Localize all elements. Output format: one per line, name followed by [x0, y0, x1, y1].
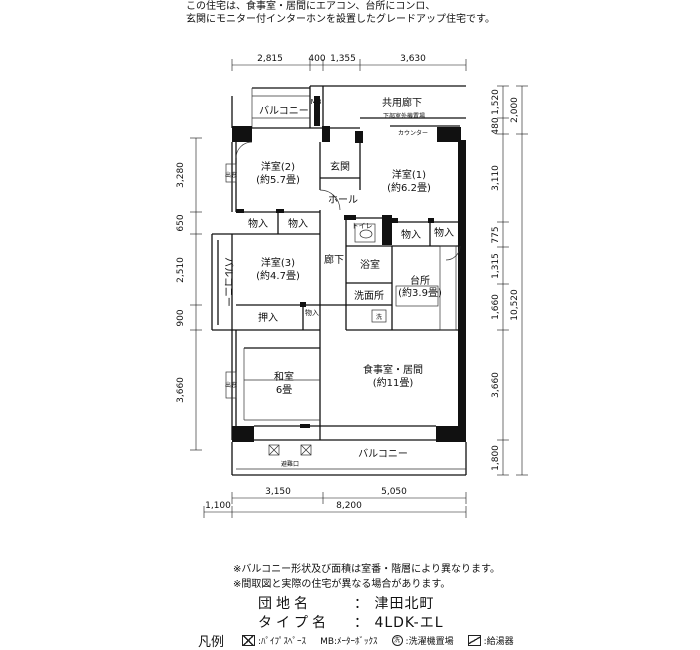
label-hall: ホール: [328, 194, 358, 206]
label-evac-hatch: 避難口: [281, 460, 299, 468]
label-japanese-name: 和室: [274, 370, 294, 383]
label-storage-b: 物入: [288, 217, 308, 230]
label-western2-name: 洋室(2): [261, 160, 295, 173]
dim-left-2: 650: [176, 214, 186, 231]
legend-mb: MB:ﾒｰﾀｰﾎﾞｯｸｽ: [320, 634, 377, 647]
dim-left-5: 3,660: [176, 377, 186, 403]
dim-right-7: 3,660: [491, 372, 501, 398]
label-living-name: 食事室・居間: [363, 363, 423, 376]
label-western1-size: (約6.2畳): [387, 181, 431, 194]
label-mb-top: MB: [311, 98, 322, 106]
label-bay-window-upper: 出窓: [225, 171, 237, 179]
estate-label: 団地名: [258, 596, 312, 612]
water-heater-icon: [467, 635, 481, 646]
dim-left-3: 2,510: [176, 257, 186, 283]
note-line1: ※バルコニー形状及び面積は室番・階層により異なります。: [233, 564, 500, 575]
legend-mb-label: MB:ﾒｰﾀｰﾎﾞｯｸｽ: [320, 637, 378, 647]
type-label: タイプ名: [258, 615, 330, 631]
note-line2: ※間取図と実際の住宅が異なる場合があります。: [233, 579, 451, 590]
label-living-size: (約11畳): [373, 376, 414, 389]
legend-washer: 洗:洗濯機置場: [391, 634, 454, 647]
dimension-labels: 2,815 400 1,355 3,630 3,280 650 2,510 90…: [176, 54, 520, 511]
type-value: ： 4LDK-エL: [354, 615, 444, 631]
legend-heater: :給湯器: [467, 634, 514, 647]
dim-bottom-2: 5,050: [381, 487, 407, 497]
dim-left-1: 3,280: [176, 162, 186, 188]
label-balcony-top: バルコニー: [259, 105, 309, 117]
header-note-line2: 玄関にモニター付インターホンを設置したグレードアップ住宅です。: [186, 14, 495, 25]
pipe-space-icon: [242, 635, 256, 646]
label-storage-d: 物入: [434, 226, 454, 239]
label-balcony-side: バルコニー: [222, 257, 234, 307]
label-japanese-size: 6畳: [276, 384, 292, 396]
label-toilet: トイレ: [352, 222, 373, 230]
label-entrance: 玄関: [330, 160, 350, 173]
label-hallway: 廊下: [324, 253, 344, 266]
label-bath: 浴室: [360, 258, 380, 271]
notes: ※バルコニー形状及び面積は室番・階層により異なります。 ※間取図と実際の住宅が異…: [233, 562, 500, 592]
legend-pipe-label: :ﾊﾟｲﾌﾟｽﾍﾟｰｽ: [258, 637, 307, 647]
dim-top-4: 3,630: [400, 54, 426, 64]
floor-plan: 2,815 400 1,355 3,630 3,280 650 2,510 90…: [176, 54, 528, 518]
dim-right-outer-2: 10,520: [510, 289, 520, 321]
dim-right-outer-1: 2,000: [510, 97, 520, 123]
dim-bottom-outer-2: 8,200: [336, 501, 362, 511]
header-note: この住宅は、食事室・居間にエアコン、台所にコンロ、 玄関にモニター付インターホン…: [186, 0, 686, 26]
legend-washer-label: :洗濯機置場: [405, 637, 454, 647]
label-western3-size: (約4.7畳): [256, 269, 300, 282]
label-western2-size: (約5.7畳): [256, 173, 300, 186]
label-closet: 押入: [258, 311, 278, 324]
estate-value: ： 津田北町: [354, 596, 435, 612]
dim-right-3: 3,110: [491, 165, 501, 191]
label-western1-name: 洋室(1): [392, 168, 426, 181]
label-kitchen-size: (約3.9畳): [398, 286, 442, 299]
washer-icon: 洗: [391, 635, 403, 646]
dim-bottom-1: 3,150: [265, 487, 291, 497]
label-kitchen-name: 台所: [410, 274, 430, 287]
label-bay-window-lower: 出窓: [225, 381, 237, 389]
label-washer-mark: 洗: [376, 313, 382, 321]
label-storage-c: 物入: [401, 228, 421, 241]
dim-right-5: 1,315: [491, 253, 501, 279]
type-row: タイプ名 ： 4LDK-エL: [258, 614, 444, 633]
label-common-corridor: 共用廊下: [382, 96, 422, 109]
dim-top-3: 1,355: [330, 54, 356, 64]
dim-top-2: 400: [308, 54, 325, 64]
legend-pipe: :ﾊﾟｲﾌﾟｽﾍﾟｰｽ: [242, 634, 306, 647]
dim-left-4: 900: [176, 309, 186, 326]
legend-heater-label: :給湯器: [483, 637, 514, 647]
dim-right-6: 1,660: [491, 294, 501, 320]
label-ac-outdoor: 下部室外機置場: [383, 112, 425, 120]
room-labels: バルコニー MB B 共用廊下 下部室外機置場 カウンター 洋室(2) (約5.…: [222, 96, 454, 468]
dim-right-8: 1,800: [491, 445, 501, 471]
label-washroom: 洗面所: [354, 290, 384, 302]
label-balcony-bottom: バルコニー: [358, 448, 408, 460]
label-western3-name: 洋室(3): [261, 256, 295, 269]
dim-right-2: 480: [491, 117, 501, 134]
label-mb-bottom: B: [314, 114, 319, 122]
label-counter: カウンター: [398, 129, 428, 137]
dim-top-1: 2,815: [257, 54, 283, 64]
property-info: 団地名 ： 津田北町 タイプ名 ： 4LDK-エL: [258, 595, 444, 633]
legend: 凡例 :ﾊﾟｲﾌﾟｽﾍﾟｰｽ MB:ﾒｰﾀｰﾎﾞｯｸｽ 洗:洗濯機置場 :給湯器: [198, 631, 514, 650]
dim-bottom-outer-1: 1,100: [205, 501, 231, 511]
dim-right-4: 775: [491, 226, 501, 243]
header-note-line1: この住宅は、食事室・居間にエアコン、台所にコンロ、: [186, 1, 436, 12]
label-storage-e: 物入: [305, 308, 319, 317]
label-storage-a: 物入: [248, 217, 268, 230]
walls: [211, 85, 467, 476]
estate-row: 団地名 ： 津田北町: [258, 595, 444, 614]
dim-right-1: 1,520: [491, 89, 501, 115]
legend-title: 凡例: [198, 635, 225, 650]
dimension-lines: [190, 59, 528, 518]
